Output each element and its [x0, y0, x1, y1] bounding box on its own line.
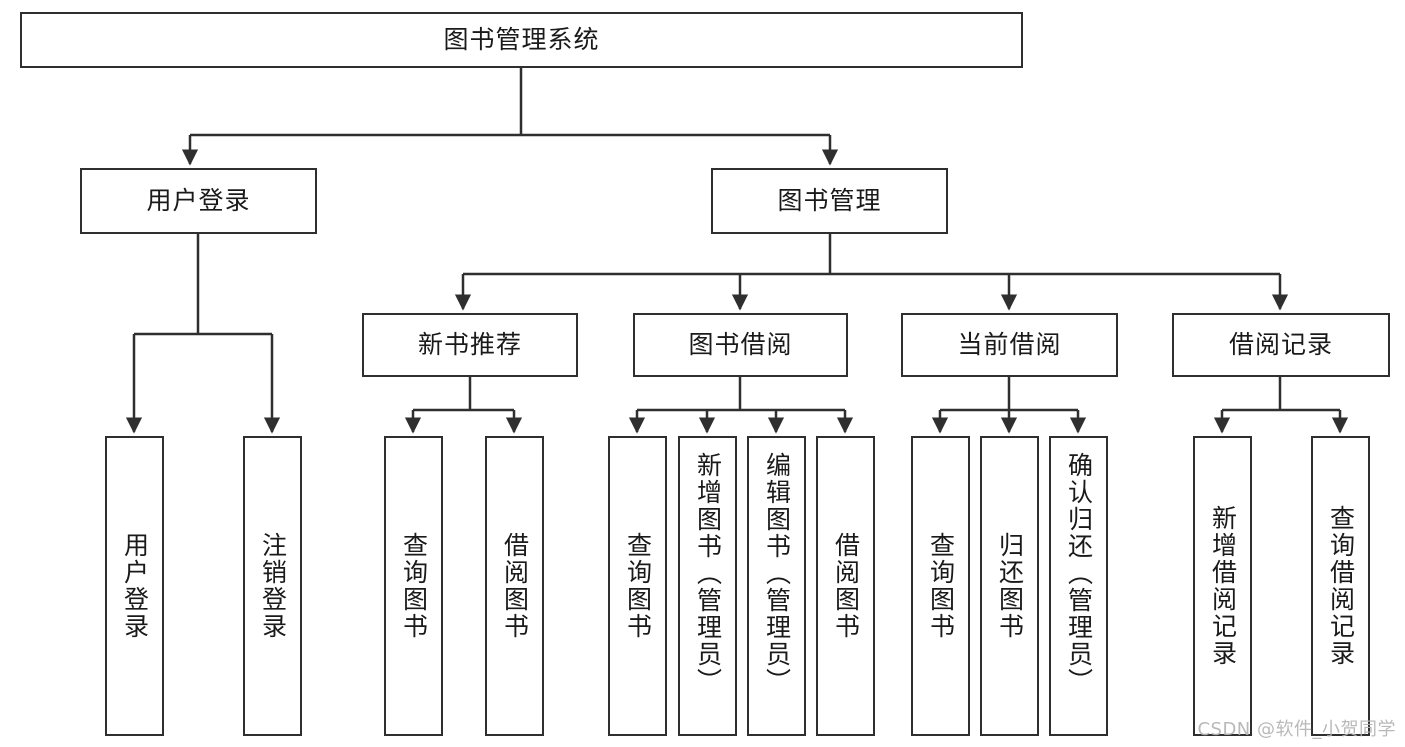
node-label: 注销登录 — [258, 532, 288, 640]
node-label: 查询借阅记录 — [1326, 505, 1356, 667]
node-label: 当前借阅 — [957, 330, 1062, 360]
node-book-management[interactable]: 图书管理 — [711, 168, 948, 234]
node-user-login[interactable]: 用户登录 — [80, 168, 317, 234]
node-leaf-query-record[interactable]: 查询借阅记录 — [1311, 436, 1370, 736]
node-leaf-query-book-2[interactable]: 查询图书 — [608, 436, 667, 736]
node-leaf-user-logout[interactable]: 注销登录 — [243, 436, 302, 736]
node-label: 图书管理系统 — [443, 25, 600, 55]
node-label: 借阅记录 — [1228, 330, 1333, 360]
node-label: 归还图书 — [995, 532, 1025, 640]
node-label: 图书借阅 — [688, 330, 793, 360]
node-label: 用户登录 — [120, 532, 150, 640]
node-label: 查询图书 — [399, 532, 429, 640]
node-label: 借阅图书 — [831, 532, 861, 640]
node-leaf-user-login[interactable]: 用户登录 — [105, 436, 164, 736]
node-label: 确认归还（管理员） — [1064, 452, 1094, 695]
node-book-borrow[interactable]: 图书借阅 — [633, 313, 848, 377]
node-current-borrow[interactable]: 当前借阅 — [901, 313, 1118, 377]
node-label: 用户登录 — [146, 186, 251, 216]
node-label: 新增借阅记录 — [1208, 505, 1238, 667]
node-label: 查询图书 — [623, 532, 653, 640]
node-label: 新书推荐 — [417, 330, 522, 360]
node-root-book-management-system[interactable]: 图书管理系统 — [20, 12, 1023, 68]
node-label: 查询图书 — [926, 532, 956, 640]
node-label: 新增图书（管理员） — [693, 452, 723, 695]
node-leaf-confirm-return[interactable]: 确认归还（管理员） — [1049, 436, 1108, 736]
node-label: 图书管理 — [777, 186, 882, 216]
node-leaf-query-book-1[interactable]: 查询图书 — [384, 436, 443, 736]
node-borrow-record[interactable]: 借阅记录 — [1172, 313, 1390, 377]
csdn-watermark: CSDN @软件_小贺同学 — [1197, 719, 1396, 740]
node-leaf-add-book[interactable]: 新增图书（管理员） — [678, 436, 737, 736]
node-leaf-add-record[interactable]: 新增借阅记录 — [1193, 436, 1252, 736]
node-new-book-recommend[interactable]: 新书推荐 — [362, 313, 578, 377]
node-leaf-borrow-book-1[interactable]: 借阅图书 — [485, 436, 544, 736]
node-label: 编辑图书（管理员） — [762, 452, 792, 695]
node-leaf-query-book-3[interactable]: 查询图书 — [911, 436, 970, 736]
node-leaf-borrow-book-2[interactable]: 借阅图书 — [816, 436, 875, 736]
node-label: 借阅图书 — [500, 532, 530, 640]
node-leaf-edit-book[interactable]: 编辑图书（管理员） — [747, 436, 806, 736]
node-leaf-return-book[interactable]: 归还图书 — [980, 436, 1039, 736]
